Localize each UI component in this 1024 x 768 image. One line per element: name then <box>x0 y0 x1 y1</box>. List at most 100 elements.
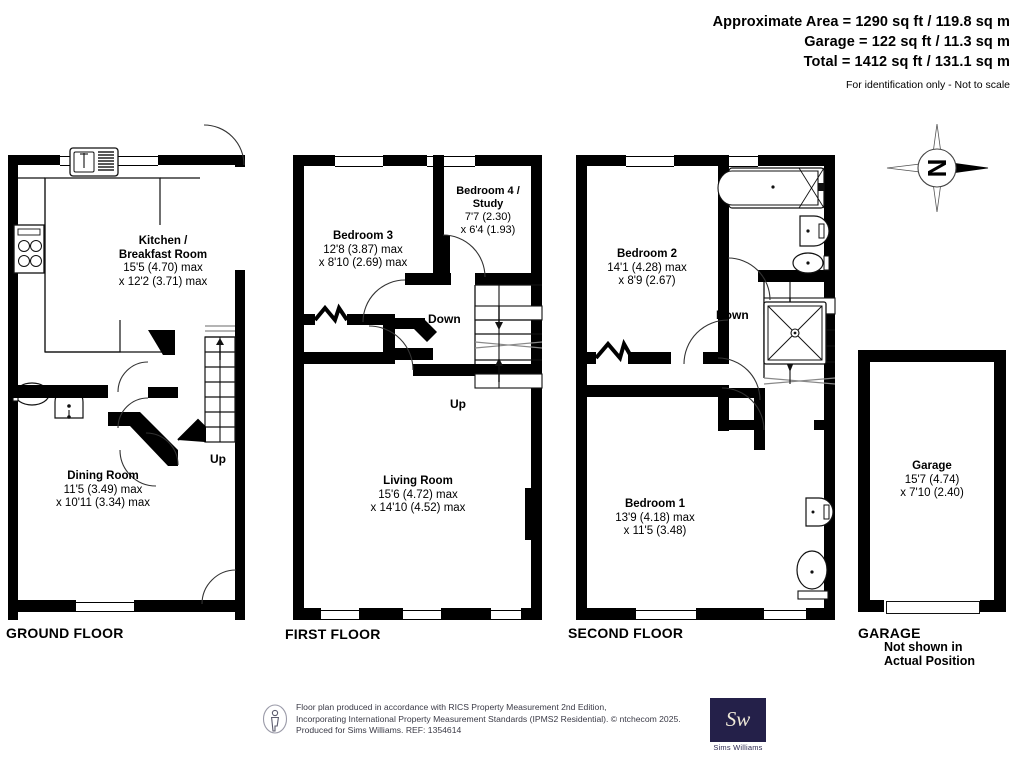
room-dim-bedroom2-1: 14'1 (4.28) max <box>607 261 687 274</box>
logo-monogram: Sw <box>725 707 751 731</box>
stair-direction-ground-up: Up <box>210 452 226 466</box>
room-name-bedroom2: Bedroom 2 <box>616 248 678 260</box>
floor-label-ground: GROUND FLOOR <box>6 625 124 641</box>
room-name-kitchen-line1: Kitchen / <box>138 235 188 247</box>
wall-ff-top-3 <box>475 155 542 166</box>
wall-garage-top <box>858 350 1006 362</box>
garage-note-line2: Actual Position <box>884 654 975 668</box>
bathroom-basin-icon <box>799 215 830 247</box>
room-dim-kitchen-2: x 12'2 (3.71) max <box>118 275 208 288</box>
bathroom-bath-icon <box>717 167 825 209</box>
window-ensuite-rear <box>764 610 806 620</box>
room-dim-bedroom4-1: 7'7 (2.30) <box>464 211 512 223</box>
wall-ff-bottom-2 <box>359 608 403 620</box>
area-summary: Approximate Area = 1290 sq ft / 119.8 sq… <box>713 12 1010 95</box>
total-area-text: Total = 1412 sq ft / 131.1 sq m <box>803 54 1010 70</box>
room-name-garage: Garage <box>912 460 952 472</box>
wall-garage-bottom-right <box>980 600 1006 612</box>
compass-icon: N <box>886 123 989 213</box>
room-label-kitchen: Kitchen / Breakfast Room 15'5 (4.70) max… <box>78 235 248 289</box>
room-dim-bedroom3-1: 12'8 (3.87) max <box>323 243 403 256</box>
room-name-bedroom3: Bedroom 3 <box>332 230 394 242</box>
approximate-area-text: Approximate Area = 1290 sq ft / 119.8 sq… <box>712 14 1010 30</box>
wall-ff-bottom-3 <box>441 608 491 620</box>
room-dim-garage-2: x 7'10 (2.40) <box>900 487 964 499</box>
wall-ff-top-2 <box>383 155 427 166</box>
room-dim-living-1: 15'6 (4.72) max <box>378 488 458 501</box>
ground-floor-plan: Kitchen / Breakfast Room 15'5 (4.70) max… <box>0 124 270 620</box>
sims-williams-logo: Sw <box>710 698 766 742</box>
stair-direction-first-up: Up <box>450 397 466 411</box>
ground-floor-detail-overlay <box>8 124 245 605</box>
room-name-dining: Dining Room <box>67 470 139 482</box>
room-name-living: Living Room <box>383 475 453 487</box>
room-dim-bedroom1-1: 13'9 (4.18) max <box>615 511 695 524</box>
wall-sf-top-3 <box>758 155 835 166</box>
room-label-bedroom2: Bedroom 2 14'1 (4.28) max x 8'9 (2.67) <box>582 248 712 289</box>
wall-sf-right <box>824 155 835 620</box>
second-floor-detail-overlay <box>576 155 836 600</box>
room-dim-garage-1: 15'7 (4.74) <box>904 473 960 486</box>
room-name-bedroom1: Bedroom 1 <box>624 498 686 510</box>
room-name-bedroom4-line1: Bedroom 4 / <box>456 185 520 197</box>
window-bedroom3-front <box>335 156 383 167</box>
window-living-rear-2 <box>403 610 441 620</box>
wall-exterior-right-upper <box>235 155 245 167</box>
window-bathroom-front <box>718 156 758 167</box>
window-bedroom2-front <box>626 156 674 167</box>
scale-disclaimer-text: For identification only - Not to scale <box>846 79 1010 91</box>
wall-sf-bottom-1 <box>576 608 636 620</box>
ensuite-shower-icon <box>763 301 827 365</box>
wall-exterior-top <box>8 155 60 165</box>
second-floor-plan: Bedroom 2 14'1 (4.28) max x 8'9 (2.67) B… <box>568 130 838 620</box>
wall-sf-top-1 <box>576 155 626 166</box>
garage-note-line1: Not shown in <box>884 640 963 654</box>
wall-garage-bottom-left <box>858 600 884 612</box>
garage-plan: Garage 15'7 (4.74) x 7'10 (2.40) <box>858 350 1008 620</box>
room-dim-dining-2: x 10'11 (3.34) max <box>55 497 151 509</box>
room-dim-bedroom2-2: x 8'9 (2.67) <box>618 275 676 287</box>
wall-side-entrance <box>235 570 245 620</box>
window-bedroom1-rear <box>636 610 696 620</box>
room-label-bedroom4-study: Bedroom 4 / Study 7'7 (2.30) x 6'4 (1.93… <box>440 185 536 237</box>
wall-sf-top-2 <box>674 155 718 166</box>
kitchen-sink-icon <box>69 147 119 177</box>
compass-rose: N <box>885 122 990 214</box>
room-dim-bedroom4-2: x 6'4 (1.93) <box>460 224 516 236</box>
ground-floor-staircase <box>204 325 236 443</box>
floor-label-garage: GARAGE <box>858 625 921 641</box>
wall-ff-left <box>293 155 304 620</box>
room-dim-bedroom3-2: x 8'10 (2.69) max <box>318 257 408 269</box>
footer: Floor plan produced in accordance with R… <box>262 698 782 756</box>
footer-line-2: Incorporating International Property Mea… <box>296 713 681 724</box>
wall-ff-bottom-4 <box>521 608 542 620</box>
room-name-bedroom4-line2: Study <box>472 198 504 210</box>
room-dim-kitchen-1: 15'5 (4.70) max <box>123 262 203 274</box>
floor-label-first: FIRST FLOOR <box>285 626 381 642</box>
garage-area-text: Garage = 122 sq ft / 11.3 sq m <box>804 34 1010 50</box>
room-label-dining: Dining Room 11'5 (3.49) max x 10'11 (3.3… <box>18 470 188 511</box>
room-label-bedroom1: Bedroom 1 13'9 (4.18) max x 11'5 (3.48) <box>590 498 720 539</box>
room-label-living: Living Room 15'6 (4.72) max x 14'10 (4.5… <box>333 475 503 516</box>
wall-exterior-left <box>8 290 18 620</box>
footer-line-1: Floor plan produced in accordance with R… <box>296 702 607 712</box>
wall-sf-bottom-2 <box>696 608 764 620</box>
first-floor-detail-overlay <box>293 155 543 540</box>
footer-text-block: Floor plan produced in accordance with R… <box>296 702 681 737</box>
floor-label-second: SECOND FLOOR <box>568 625 684 641</box>
bathroom-toilet-icon <box>792 252 830 274</box>
window-bedroom4-front <box>427 156 475 167</box>
room-dim-bedroom1-2: x 11'5 (3.48) <box>623 525 687 537</box>
window-living-rear-1 <box>321 610 359 620</box>
wall-exterior-left-upper <box>8 155 18 295</box>
wall-garage-right <box>994 350 1006 612</box>
stair-direction-first-down: Down <box>428 312 461 326</box>
room-dim-living-2: x 14'10 (4.52) max <box>370 502 466 514</box>
wall-exterior-top-2 <box>158 155 244 165</box>
footer-line-3: Produced for Sims Williams. REF: 1354614 <box>296 725 462 735</box>
wall-ff-bottom-1 <box>293 608 321 620</box>
window-living-rear-3 <box>491 610 521 620</box>
compass-north-label: N <box>922 159 952 178</box>
first-floor-plan: Bedroom 3 12'8 (3.87) max x 8'10 (2.69) … <box>285 130 555 620</box>
wall-sf-bottom-3 <box>806 608 835 620</box>
